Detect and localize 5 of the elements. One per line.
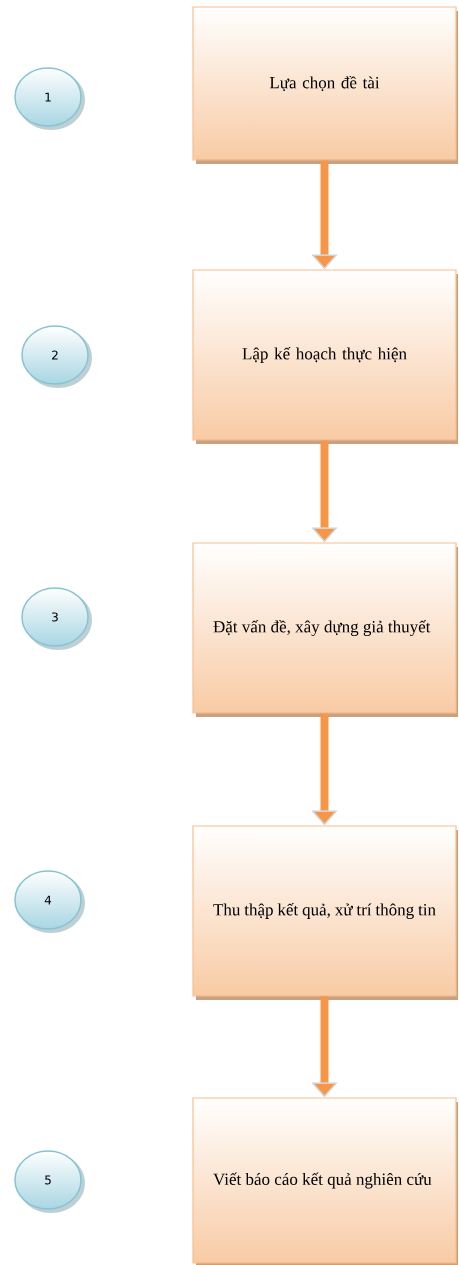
process-box: Lựa chọn đề tài xyxy=(192,6,458,164)
process-box: Đặt vấn đề, xây dựng giả thuyết xyxy=(192,542,458,717)
process-box: Viết báo cáo kết quả nghiên cứu xyxy=(192,1097,458,1265)
process-box: Thu thập kết quả, xử trí thông tin xyxy=(192,825,458,1000)
process-box: Lập kế hoạch thực hiện xyxy=(192,269,458,444)
